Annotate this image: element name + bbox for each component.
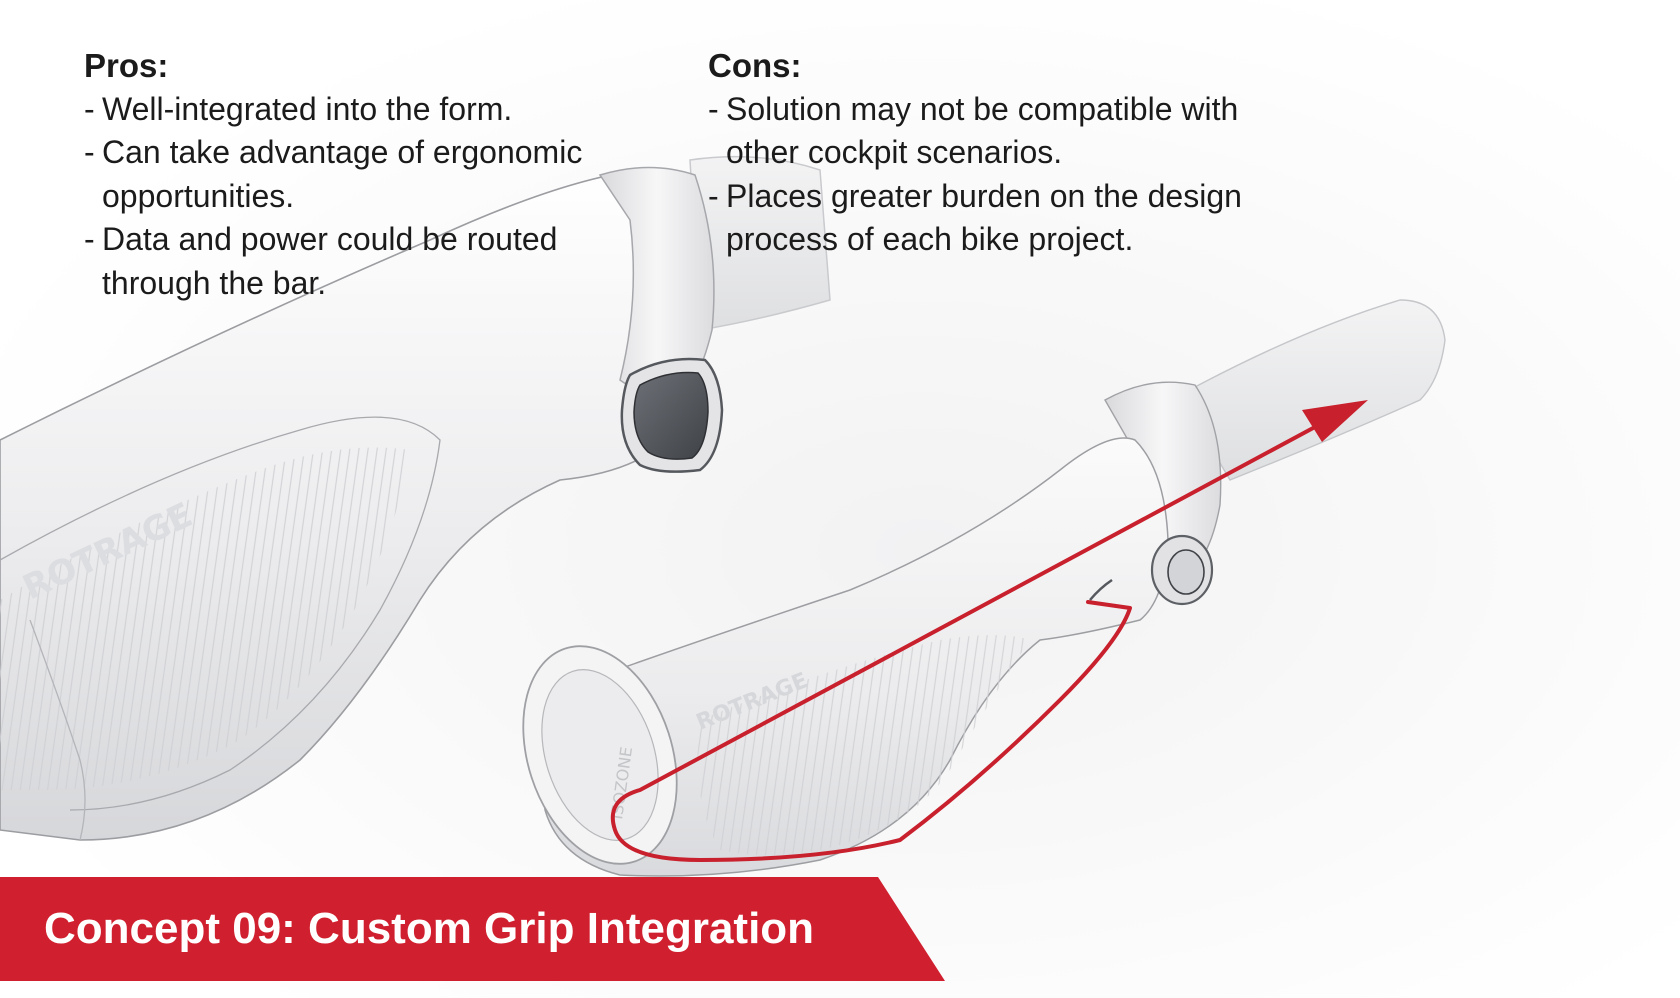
pros-item: Data and power could be routed through t… <box>84 218 644 305</box>
cons-item: Solution may not be compatible with othe… <box>708 88 1268 175</box>
cons-section: Cons: Solution may not be compatible wit… <box>708 44 1268 262</box>
pros-section: Pros: Well-integrated into the form. Can… <box>84 44 644 305</box>
concept-title-banner: Concept 09: Custom Grip Integration <box>0 877 945 981</box>
pros-list: Well-integrated into the form. Can take … <box>84 88 644 306</box>
cons-heading: Cons: <box>708 44 1268 88</box>
pros-item: Can take advantage of ergonomic opportun… <box>84 131 644 218</box>
pros-item: Well-integrated into the form. <box>84 88 644 132</box>
pros-heading: Pros: <box>84 44 644 88</box>
concept-title: Concept 09: Custom Grip Integration <box>44 877 814 981</box>
cons-list: Solution may not be compatible with othe… <box>708 88 1268 262</box>
cons-item: Places greater burden on the design proc… <box>708 175 1268 262</box>
